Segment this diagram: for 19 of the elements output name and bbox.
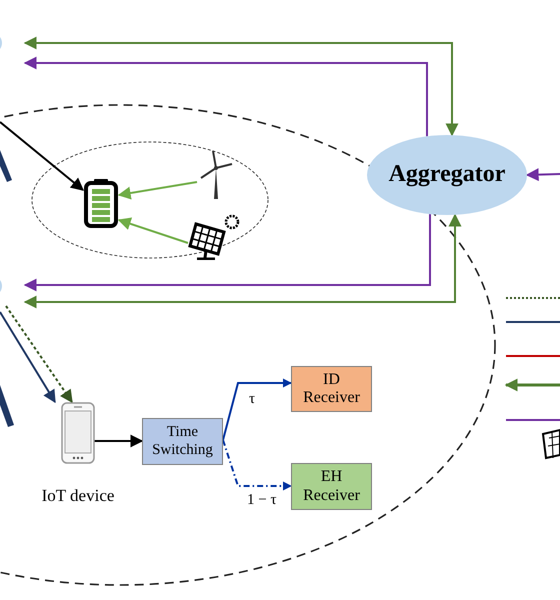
- arrow: [222, 440, 292, 490]
- process-box: Time Switching: [142, 418, 223, 465]
- arrow: [118, 181, 198, 200]
- arrow: [222, 378, 292, 440]
- arrow: [0, 121, 84, 191]
- arrow: [24, 36, 458, 136]
- device-label: IoT device: [42, 486, 114, 506]
- battery-icon: [83, 178, 119, 228]
- aggregator-ellipse: Aggregator: [367, 135, 527, 215]
- arrow: [24, 56, 428, 136]
- arrow: [24, 214, 462, 308]
- arrow: [5, 305, 73, 404]
- receiver-box: ID Receiver: [291, 366, 372, 412]
- arrow: [24, 214, 431, 292]
- arrow: [526, 168, 560, 182]
- arrow: [94, 434, 144, 448]
- receiver-box: EH Receiver: [291, 463, 372, 510]
- arrow: [118, 218, 188, 244]
- arrow: [0, 311, 56, 404]
